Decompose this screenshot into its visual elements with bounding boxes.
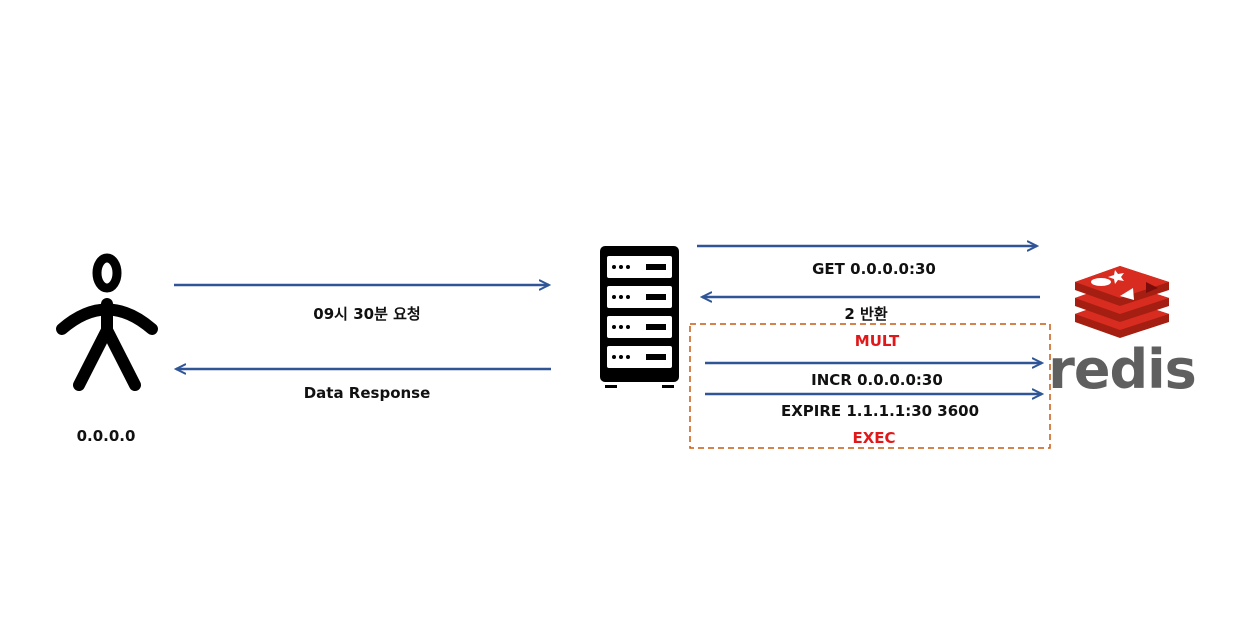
exec-label: EXEC xyxy=(852,429,895,447)
response-label: Data Response xyxy=(304,384,431,402)
expire-label: EXPIRE 1.1.1.1:30 3600 xyxy=(781,402,979,420)
request-label: 09시 30분 요청 xyxy=(313,305,420,323)
client-label: 0.0.0.0 xyxy=(77,427,136,445)
transaction-box xyxy=(689,323,1051,449)
incr-label: INCR 0.0.0.0:30 xyxy=(811,371,943,389)
redis-logo-icon xyxy=(1075,266,1169,338)
user-icon xyxy=(56,253,158,391)
redis-logo-text: redis xyxy=(1048,338,1196,401)
get-label: GET 0.0.0.0:30 xyxy=(812,260,936,278)
multi-label: MULT xyxy=(855,332,900,350)
get-return-label: 2 반환 xyxy=(844,305,887,323)
server-icon xyxy=(600,246,679,388)
